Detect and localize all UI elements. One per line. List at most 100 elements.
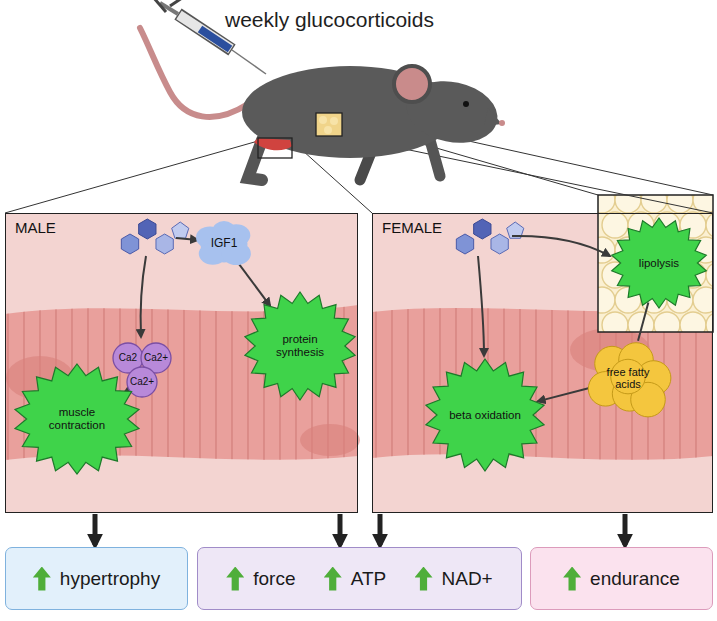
mouse [316, 113, 342, 136]
mouse [430, 140, 440, 176]
node-label: Ca2 [119, 352, 137, 363]
adipose-inset [706, 312, 713, 332]
text-holder: force ATP NAD+ [198, 548, 521, 609]
glucocorticoid-molecule [121, 219, 188, 254]
mouse [394, 66, 430, 102]
outcome-box: force ATP NAD+ [197, 547, 522, 610]
adipose-inset [641, 195, 667, 213]
outcome-label: NAD+ [415, 567, 493, 591]
glucocorticoid-molecule [121, 219, 523, 254]
mouse [324, 126, 332, 134]
starburst [426, 359, 544, 471]
node-label: free fatty acids [596, 366, 660, 391]
mouse [258, 138, 292, 158]
syringe [200, 29, 230, 49]
adipose-inset [693, 195, 713, 213]
text-holder: endurance [531, 548, 712, 609]
muscle-panel-ground [372, 213, 713, 513]
mouse [463, 101, 469, 107]
node-label: lipolysis [639, 257, 679, 270]
starburst [15, 364, 139, 474]
pathway-arrow [239, 264, 270, 306]
node-label: muscle contraction [37, 406, 118, 432]
protein-blob: IGF1 [196, 222, 252, 266]
outcome-label: force [226, 567, 295, 591]
adipose-inset [654, 312, 680, 332]
outcome-box: hypertrophy [5, 547, 188, 610]
outcome-arrow [378, 514, 383, 545]
adipose-inset [706, 212, 713, 238]
mouse [499, 120, 505, 126]
node-label: Ca2+ [144, 352, 168, 363]
signal-arrow [176, 238, 198, 240]
syringe [179, 15, 231, 49]
signal-arrow [141, 256, 146, 337]
adipose-inset [693, 287, 713, 313]
glucocorticoid-molecule [139, 219, 156, 239]
muscle-panel-ground [5, 213, 713, 513]
glucocorticoid-molecule [172, 222, 189, 238]
text-holder: hypertrophy [6, 548, 187, 609]
text-holder: lipolysis [611, 218, 707, 308]
process-starburst: protein synthesis [244, 292, 356, 400]
syringe [232, 50, 266, 74]
fatty-acid-cluster: free fatty acids [588, 342, 668, 414]
outcome-arrow [93, 514, 98, 545]
sex-panel: FEMALE lipolysis beta oxidation free fatty … [372, 213, 713, 513]
process-starburst: lipolysis [611, 218, 707, 308]
outcome-box: endurance [530, 547, 713, 610]
adipose-inset [602, 212, 628, 238]
node-label: protein synthesis [264, 333, 336, 359]
signal-arrow [141, 236, 610, 356]
mouse [140, 28, 505, 180]
mouse [319, 116, 327, 124]
sex-panel: MALEIGF1Ca2Ca2+Ca2+muscle contractionpro… [5, 213, 358, 513]
outcome-label: hypertrophy [33, 567, 160, 591]
text-holder: beta oxidation [425, 359, 545, 471]
pathway-arrow [638, 302, 648, 340]
label-holder: weekly glucocorticoids [225, 8, 434, 32]
adipose-inset [602, 312, 628, 332]
signal-arrow [512, 236, 610, 256]
outcome-arrow [338, 514, 343, 545]
glucocorticoid-molecule [156, 234, 173, 254]
mouse [254, 138, 292, 150]
adipose-inset [598, 287, 615, 313]
text-holder: protein synthesis [244, 292, 356, 400]
pathway-arrow [538, 388, 589, 401]
glucocorticoid-molecule [491, 234, 508, 254]
zoom-line [5, 141, 258, 213]
syringe [170, 0, 182, 6]
muscle-fiber [372, 306, 713, 460]
node-label: beta oxidation [449, 409, 521, 422]
adipose-inset [598, 237, 615, 263]
text-holder: IGF1 [196, 222, 252, 266]
outcome-label: endurance [563, 567, 680, 591]
text-holder: muscle contraction [14, 364, 140, 474]
blob-lobe [213, 221, 235, 239]
treatment-label: weekly glucocorticoids [225, 8, 434, 31]
adipose-inset [628, 312, 654, 332]
mouse [140, 28, 248, 117]
process-starburst: muscle contraction [14, 364, 140, 474]
mouse [330, 117, 338, 125]
syringe [178, 14, 232, 50]
panel-heading: FEMALE [382, 220, 442, 237]
starburst [612, 218, 707, 308]
starburst [245, 292, 355, 400]
adipose-inset [680, 312, 706, 332]
outcome-label: ATP [324, 567, 387, 591]
node-label: Ca2+ [130, 376, 154, 387]
muscle-panel-ground [5, 213, 358, 513]
syringe [153, 0, 166, 12]
outcome-arrow [623, 514, 628, 545]
glucocorticoid-molecule [474, 219, 491, 239]
signal-arrow [478, 256, 484, 356]
glucocorticoid-molecule [121, 234, 138, 254]
adipose-inset-border [598, 195, 713, 332]
panel-heading: MALE [15, 220, 56, 237]
adipose-inset [598, 195, 615, 213]
